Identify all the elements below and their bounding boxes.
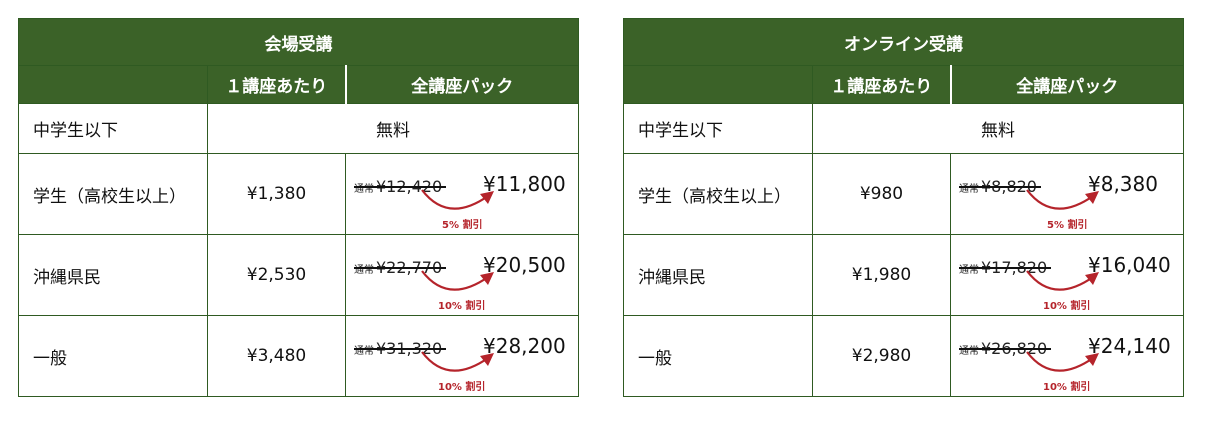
row-label-general: 一般 [18, 315, 208, 397]
pack-price-cell: 通常¥12,420 ¥11,800 5% 割引 [345, 153, 579, 235]
table-row: 一般 ¥3,480 通常¥31,320 ¥28,200 10% 割引 [18, 315, 579, 397]
free-value: 無料 [207, 103, 579, 154]
per-course-price: ¥980 [812, 153, 951, 235]
regular-price: 通常¥31,320 [354, 339, 447, 358]
row-label-junior-high: 中学生以下 [18, 103, 208, 154]
regular-price: 通常¥26,820 [959, 339, 1052, 358]
pack-price-cell: 通常¥22,770 ¥20,500 10% 割引 [345, 234, 579, 316]
col-header-full-pack: 全講座パック [950, 65, 1184, 104]
col-header-full-pack: 全講座パック [345, 65, 579, 104]
discount-arrow-icon [1026, 189, 1099, 210]
discount-arrow-icon [421, 189, 494, 210]
table-row: 一般 ¥2,980 通常¥26,820 ¥24,140 10% 割引 [623, 315, 1184, 397]
pack-price: ¥24,140 [1088, 334, 1171, 358]
regular-price: 通常¥12,420 [354, 177, 447, 196]
pack-price: ¥16,040 [1088, 253, 1171, 277]
table-title: オンライン受講 [623, 18, 1184, 66]
pack-price: ¥20,500 [483, 253, 566, 277]
table-title: 会場受講 [18, 18, 579, 66]
discount-label: 10% 割引 [438, 301, 486, 312]
regular-price: 通常¥17,820 [959, 258, 1052, 277]
row-label-student: 学生（高校生以上） [623, 153, 813, 235]
per-course-price: ¥2,530 [207, 234, 346, 316]
table-row: 沖縄県民 ¥2,530 通常¥22,770 ¥20,500 10% 割引 [18, 234, 579, 316]
per-course-price: ¥1,380 [207, 153, 346, 235]
pack-price-cell: 通常¥17,820 ¥16,040 10% 割引 [950, 234, 1184, 316]
table-row: 学生（高校生以上） ¥1,380 通常¥12,420 ¥11,800 5% 割引 [18, 153, 579, 235]
per-course-price: ¥2,980 [812, 315, 951, 397]
header-blank [18, 65, 208, 104]
pack-price: ¥28,200 [483, 334, 566, 358]
per-course-price: ¥3,480 [207, 315, 346, 397]
discount-label: 5% 割引 [1047, 220, 1088, 231]
row-label-general: 一般 [623, 315, 813, 397]
pack-price-cell: 通常¥26,820 ¥24,140 10% 割引 [950, 315, 1184, 397]
row-label-okinawa-resident: 沖縄県民 [623, 234, 813, 316]
per-course-price: ¥1,980 [812, 234, 951, 316]
col-header-per-course: １講座あたり [812, 65, 952, 104]
online-pricing-table: オンライン受講 １講座あたり 全講座パック 中学生以下 無料 学生（高校生以上）… [623, 18, 1184, 397]
row-label-okinawa-resident: 沖縄県民 [18, 234, 208, 316]
venue-pricing-table: 会場受講 １講座あたり 全講座パック 中学生以下 無料 学生（高校生以上） ¥1… [18, 18, 579, 397]
discount-label: 10% 割引 [438, 382, 486, 393]
free-value: 無料 [812, 103, 1184, 154]
discount-arrow-icon [421, 270, 494, 291]
header-blank [623, 65, 813, 104]
table-row: 学生（高校生以上） ¥980 通常¥8,820 ¥8,380 5% 割引 [623, 153, 1184, 235]
pack-price: ¥11,800 [483, 172, 566, 196]
pack-price-cell: 通常¥31,320 ¥28,200 10% 割引 [345, 315, 579, 397]
pack-price-cell: 通常¥8,820 ¥8,380 5% 割引 [950, 153, 1184, 235]
table-row: 沖縄県民 ¥1,980 通常¥17,820 ¥16,040 10% 割引 [623, 234, 1184, 316]
regular-price: 通常¥8,820 [959, 177, 1041, 196]
discount-arrow-icon [1026, 270, 1099, 291]
row-label-junior-high: 中学生以下 [623, 103, 813, 154]
discount-label: 10% 割引 [1043, 382, 1091, 393]
pack-price: ¥8,380 [1088, 172, 1158, 196]
col-header-per-course: １講座あたり [207, 65, 347, 104]
discount-arrow-icon [1026, 351, 1099, 372]
row-label-student: 学生（高校生以上） [18, 153, 208, 235]
discount-label: 5% 割引 [442, 220, 483, 231]
discount-arrow-icon [421, 351, 494, 372]
regular-price: 通常¥22,770 [354, 258, 447, 277]
discount-label: 10% 割引 [1043, 301, 1091, 312]
